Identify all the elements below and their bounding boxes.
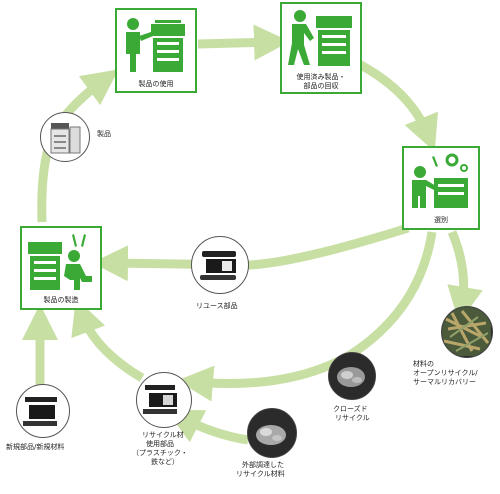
- closed-recycle-image: [328, 352, 376, 400]
- external-pellets-icon: [248, 409, 295, 456]
- arrow-sorting-to-open-recycle: [447, 230, 483, 323]
- node-product-use: 製品の使用: [115, 8, 197, 93]
- node-label: 製品の製造: [43, 296, 79, 304]
- recycled-parts-label-line2: 使用部品: [146, 440, 174, 448]
- node-label-line1: 使用済み製品・: [296, 73, 346, 81]
- closed-recycle-label-line2: リサイクル: [335, 414, 370, 422]
- open-recycle-image: [441, 306, 493, 358]
- recycled-parts-label-line4: 鉄など）: [151, 458, 179, 466]
- node-collection: 使用済み製品・ 部品の回収: [280, 2, 362, 94]
- recycled-parts-icon: [143, 385, 177, 414]
- arrow-collection-to-sorting: [352, 57, 439, 152]
- copier-photo-icon: [50, 123, 81, 154]
- new-parts-icon: [23, 397, 57, 426]
- person-assembling-copier-icon: [28, 234, 92, 290]
- node-label: 製品の使用: [138, 80, 174, 88]
- product-label: 製品: [97, 130, 111, 138]
- node-sorting: 選別: [402, 146, 480, 230]
- reuse-parts-label: リユース部品: [196, 302, 238, 310]
- node-manufacturing: 製品の製造: [20, 226, 102, 310]
- toner-parts-icon: [200, 251, 236, 280]
- recycled-pellets-icon: [329, 353, 374, 398]
- recycled-parts-label-line1: リサイクル材: [142, 431, 184, 439]
- new-parts-label: 新規部品/新規材料: [6, 443, 65, 451]
- node-label: 選別: [434, 216, 448, 224]
- scrap-metal-icon: [442, 307, 491, 356]
- closed-recycle-label-line1: クローズド: [333, 405, 368, 413]
- open-recycle-label-line2: オープンリサイクル/: [413, 369, 478, 377]
- product-image: [40, 112, 90, 162]
- open-recycle-label-line1: 材料の: [413, 360, 434, 368]
- node-label-line2: 部品の回収: [303, 82, 339, 90]
- recycled-parts-image: [136, 372, 192, 428]
- external-recycled-label-line2: リサイクル材料: [236, 470, 285, 478]
- external-recycled-image: [247, 408, 297, 458]
- reuse-parts-image: [191, 236, 249, 294]
- external-recycled-label-line1: 外部調達した: [242, 461, 284, 469]
- open-recycle-label-line3: サーマルリカバリー: [413, 378, 476, 386]
- recycled-parts-label-line3: （プラスチック・: [132, 449, 188, 457]
- person-copier-icon: [126, 18, 185, 72]
- person-pushing-copier-icon: [288, 10, 352, 66]
- new-parts-image: [16, 384, 70, 438]
- arrow-sorting-to-manufacturing: [92, 223, 410, 282]
- arrow-external-to-recycled-parts: [165, 409, 249, 445]
- person-sorting-tools-icon: [412, 153, 468, 208]
- arrow-use-to-collection: [197, 24, 290, 61]
- arrow-recycled-parts-to-manufacturing: [71, 298, 145, 382]
